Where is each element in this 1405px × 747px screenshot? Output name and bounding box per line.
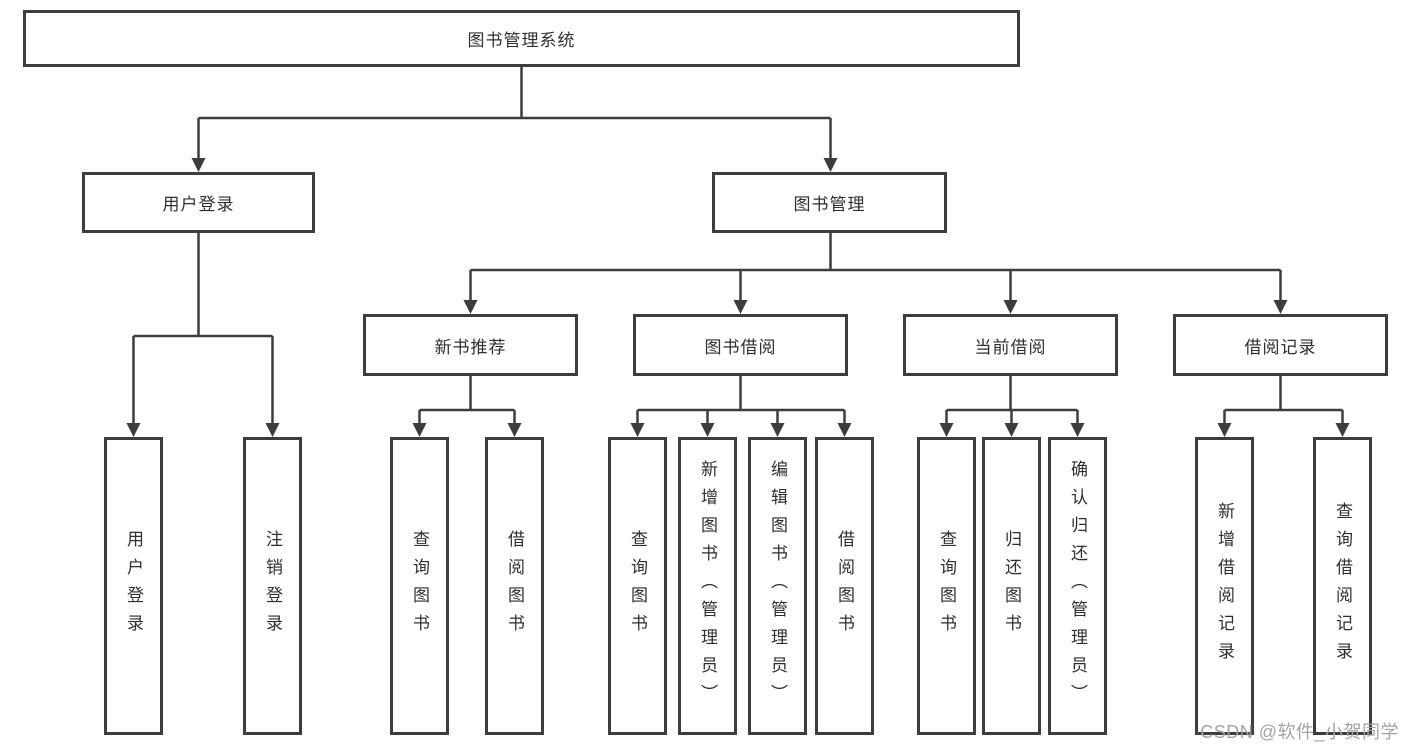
arrowhead [191, 158, 206, 172]
leaf-record-add-borrow-record: 新增借阅记录 [1195, 437, 1254, 735]
arrowhead [507, 423, 522, 437]
arrowhead [412, 423, 427, 437]
leaf-borrow-query-books: 查询图书 [608, 437, 667, 735]
leaf-current-confirm-return-admin: 确认归还（管理员） [1048, 437, 1107, 735]
node-user-login: 用户登录 [82, 172, 315, 233]
arrowhead [1004, 423, 1019, 437]
node-borrowing-records: 借阅记录 [1173, 314, 1388, 376]
arrowhead [1273, 300, 1288, 314]
arrowhead [463, 300, 478, 314]
leaf-record-query-borrow-record: 查询借阅记录 [1313, 437, 1372, 735]
node-current-borrowing: 当前借阅 [903, 314, 1118, 376]
arrowhead [126, 423, 141, 437]
arrowhead [837, 423, 852, 437]
node-book-borrowing: 图书借阅 [633, 314, 848, 376]
connector-current-borrowing-children [939, 376, 1085, 437]
leaf-logout: 注销登录 [243, 437, 302, 735]
arrowhead [1070, 423, 1085, 437]
leaf-borrow-edit-books-admin: 编辑图书（管理员） [748, 437, 807, 735]
leaf-borrow-borrow-books: 借阅图书 [815, 437, 874, 735]
leaf-current-query-books: 查询图书 [917, 437, 976, 735]
csdn-watermark: CSDN @软件_小贺同学 [1200, 722, 1399, 742]
connector-borrowing-children [630, 376, 852, 437]
arrowhead [1335, 423, 1350, 437]
connector-root-to-level2 [191, 67, 838, 172]
leaf-current-return-books: 归还图书 [982, 437, 1041, 735]
arrowhead [939, 423, 954, 437]
arrowhead [823, 158, 838, 172]
arrowhead [1003, 300, 1018, 314]
connector-user-login-children [126, 233, 280, 437]
leaf-recommend-query-books: 查询图书 [390, 437, 449, 735]
arrowhead [770, 423, 785, 437]
arrowhead [733, 300, 748, 314]
connector-recommendation-children [412, 376, 522, 437]
leaf-user-login: 用户登录 [104, 437, 163, 735]
arrowhead [1217, 423, 1232, 437]
arrowhead [630, 423, 645, 437]
arrowhead [700, 423, 715, 437]
leaf-borrow-add-books-admin: 新增图书（管理员） [678, 437, 737, 735]
arrowhead [265, 423, 280, 437]
connector-book-management-children [463, 233, 1288, 314]
node-book-management: 图书管理 [712, 172, 947, 233]
node-new-book-recommendation: 新书推荐 [363, 314, 578, 376]
leaf-recommend-borrow-books: 借阅图书 [485, 437, 544, 735]
connector-records-children [1217, 376, 1350, 437]
node-book-management-system: 图书管理系统 [23, 10, 1020, 67]
